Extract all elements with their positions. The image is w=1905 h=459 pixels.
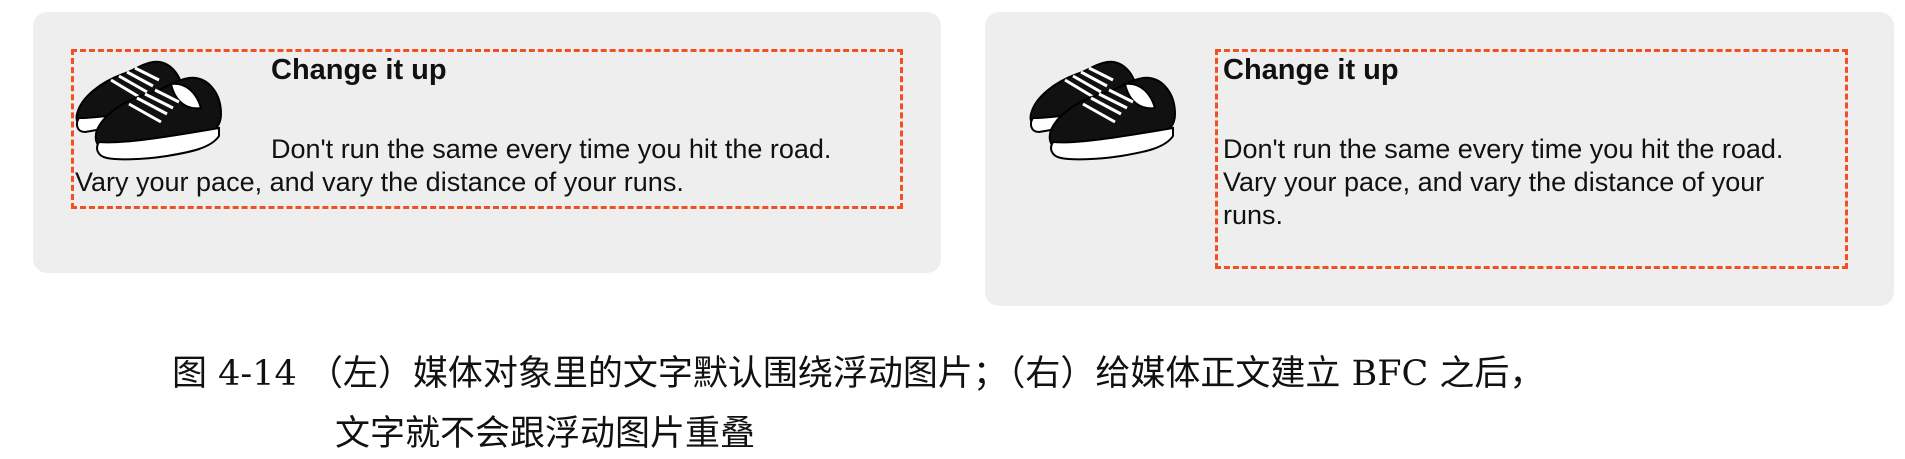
media-title: Change it up: [271, 54, 447, 86]
media-body-line: Don't run the same every time you hit th…: [1223, 134, 1784, 164]
media-title: Change it up: [1223, 54, 1399, 86]
figure-caption-line: 图 4-14 （左）媒体对象里的文字默认围绕浮动图片；（右）给媒体正文建立 BF…: [172, 354, 1545, 394]
left-example-panel: Change it up Don't run the same every ti…: [33, 12, 941, 273]
media-body-line: runs.: [1223, 200, 1284, 230]
figure-caption-line: 文字就不会跟浮动图片重叠: [335, 414, 756, 454]
sneaker-icon: [1029, 60, 1177, 161]
right-example-panel: Change it up Don't run the same every ti…: [985, 12, 1894, 306]
media-body-outline: [1215, 49, 1848, 269]
media-body-line: Vary your pace, and vary the distance of…: [1223, 167, 1765, 197]
media-body-line: Vary your pace, and vary the distance of…: [75, 167, 684, 197]
sneaker-icon: [75, 60, 223, 161]
media-body-line: Don't run the same every time you hit th…: [271, 134, 832, 164]
media-body-outline: [71, 49, 903, 209]
